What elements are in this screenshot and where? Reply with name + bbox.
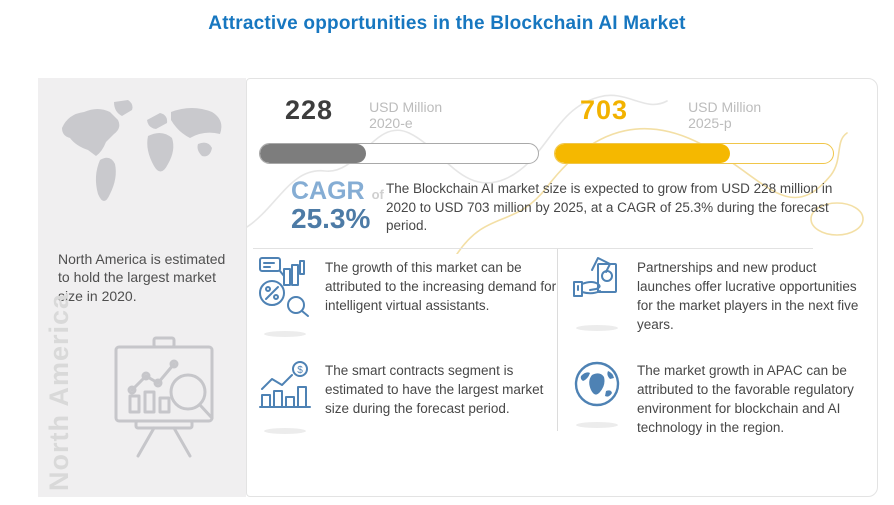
icon-shadow — [576, 325, 618, 331]
growth-chart-dollar-icon: $ — [259, 361, 311, 408]
stat-2025: 703 USD Million 2025-p — [554, 95, 834, 164]
cagr-description: The Blockchain AI market size is expecte… — [386, 181, 833, 234]
region-label-vertical: North America — [44, 292, 74, 491]
cagr-of: of — [371, 187, 384, 202]
insight-text: The growth of this market can be attribu… — [325, 260, 557, 314]
svg-text:$: $ — [297, 365, 303, 376]
region-note: North America is estimated to hold the l… — [58, 251, 226, 304]
cagr-value: 25.3% — [291, 203, 371, 234]
market-panel: 228 USD Million 2020-e 703 USD Million 2… — [246, 78, 878, 497]
stat-2020-value: 228 — [285, 95, 334, 125]
stat-2020-year: 2020-e — [369, 115, 413, 132]
stat-2020-unit-line: USD Million — [369, 99, 443, 115]
icon-shadow — [264, 428, 306, 434]
market-analysis-icon — [259, 257, 309, 317]
globe-icon — [574, 361, 620, 407]
icon-shadow — [264, 331, 306, 337]
world-map-image — [62, 100, 222, 201]
insight-apac-growth: The market growth in APAC can be attribu… — [569, 359, 869, 438]
presentation-chart-icon — [114, 336, 214, 458]
horizontal-divider — [253, 248, 813, 249]
stat-2025-unit: USD Million 2025-p — [688, 95, 761, 131]
vertical-divider — [557, 249, 558, 431]
page-title: Attractive opportunities in the Blockcha… — [208, 13, 686, 34]
insight-smart-contracts: $ The smart contracts segment is estimat… — [257, 359, 557, 434]
insight-growth-drivers: The growth of this market can be attribu… — [257, 256, 557, 337]
insight-text: The smart contracts segment is estimated… — [325, 363, 544, 417]
stat-2025-year: 2025-p — [688, 115, 732, 132]
stat-2020-unit: USD Million 2020-e — [369, 95, 442, 131]
bar-2020-track — [259, 143, 539, 164]
cagr-block: CAGR of 25.3% — [291, 179, 391, 235]
icon-shadow — [576, 422, 618, 428]
bar-2025-fill — [555, 144, 731, 163]
stat-2020: 228 USD Million 2020-e — [259, 95, 539, 164]
insight-text: The market growth in APAC can be attribu… — [637, 363, 854, 436]
bar-2025-track — [554, 143, 834, 164]
stat-2025-value: 703 — [580, 95, 629, 125]
cagr-label: CAGR — [291, 177, 365, 205]
insight-text: Partnerships and new product launches of… — [637, 260, 859, 333]
money-hand-icon — [573, 257, 617, 297]
stat-2025-unit-line: USD Million — [688, 99, 762, 115]
region-sidebar: North America is estimated to hold the l… — [38, 78, 246, 497]
insight-partnerships: Partnerships and new product launches of… — [569, 256, 869, 335]
bar-2020-fill — [260, 144, 366, 163]
